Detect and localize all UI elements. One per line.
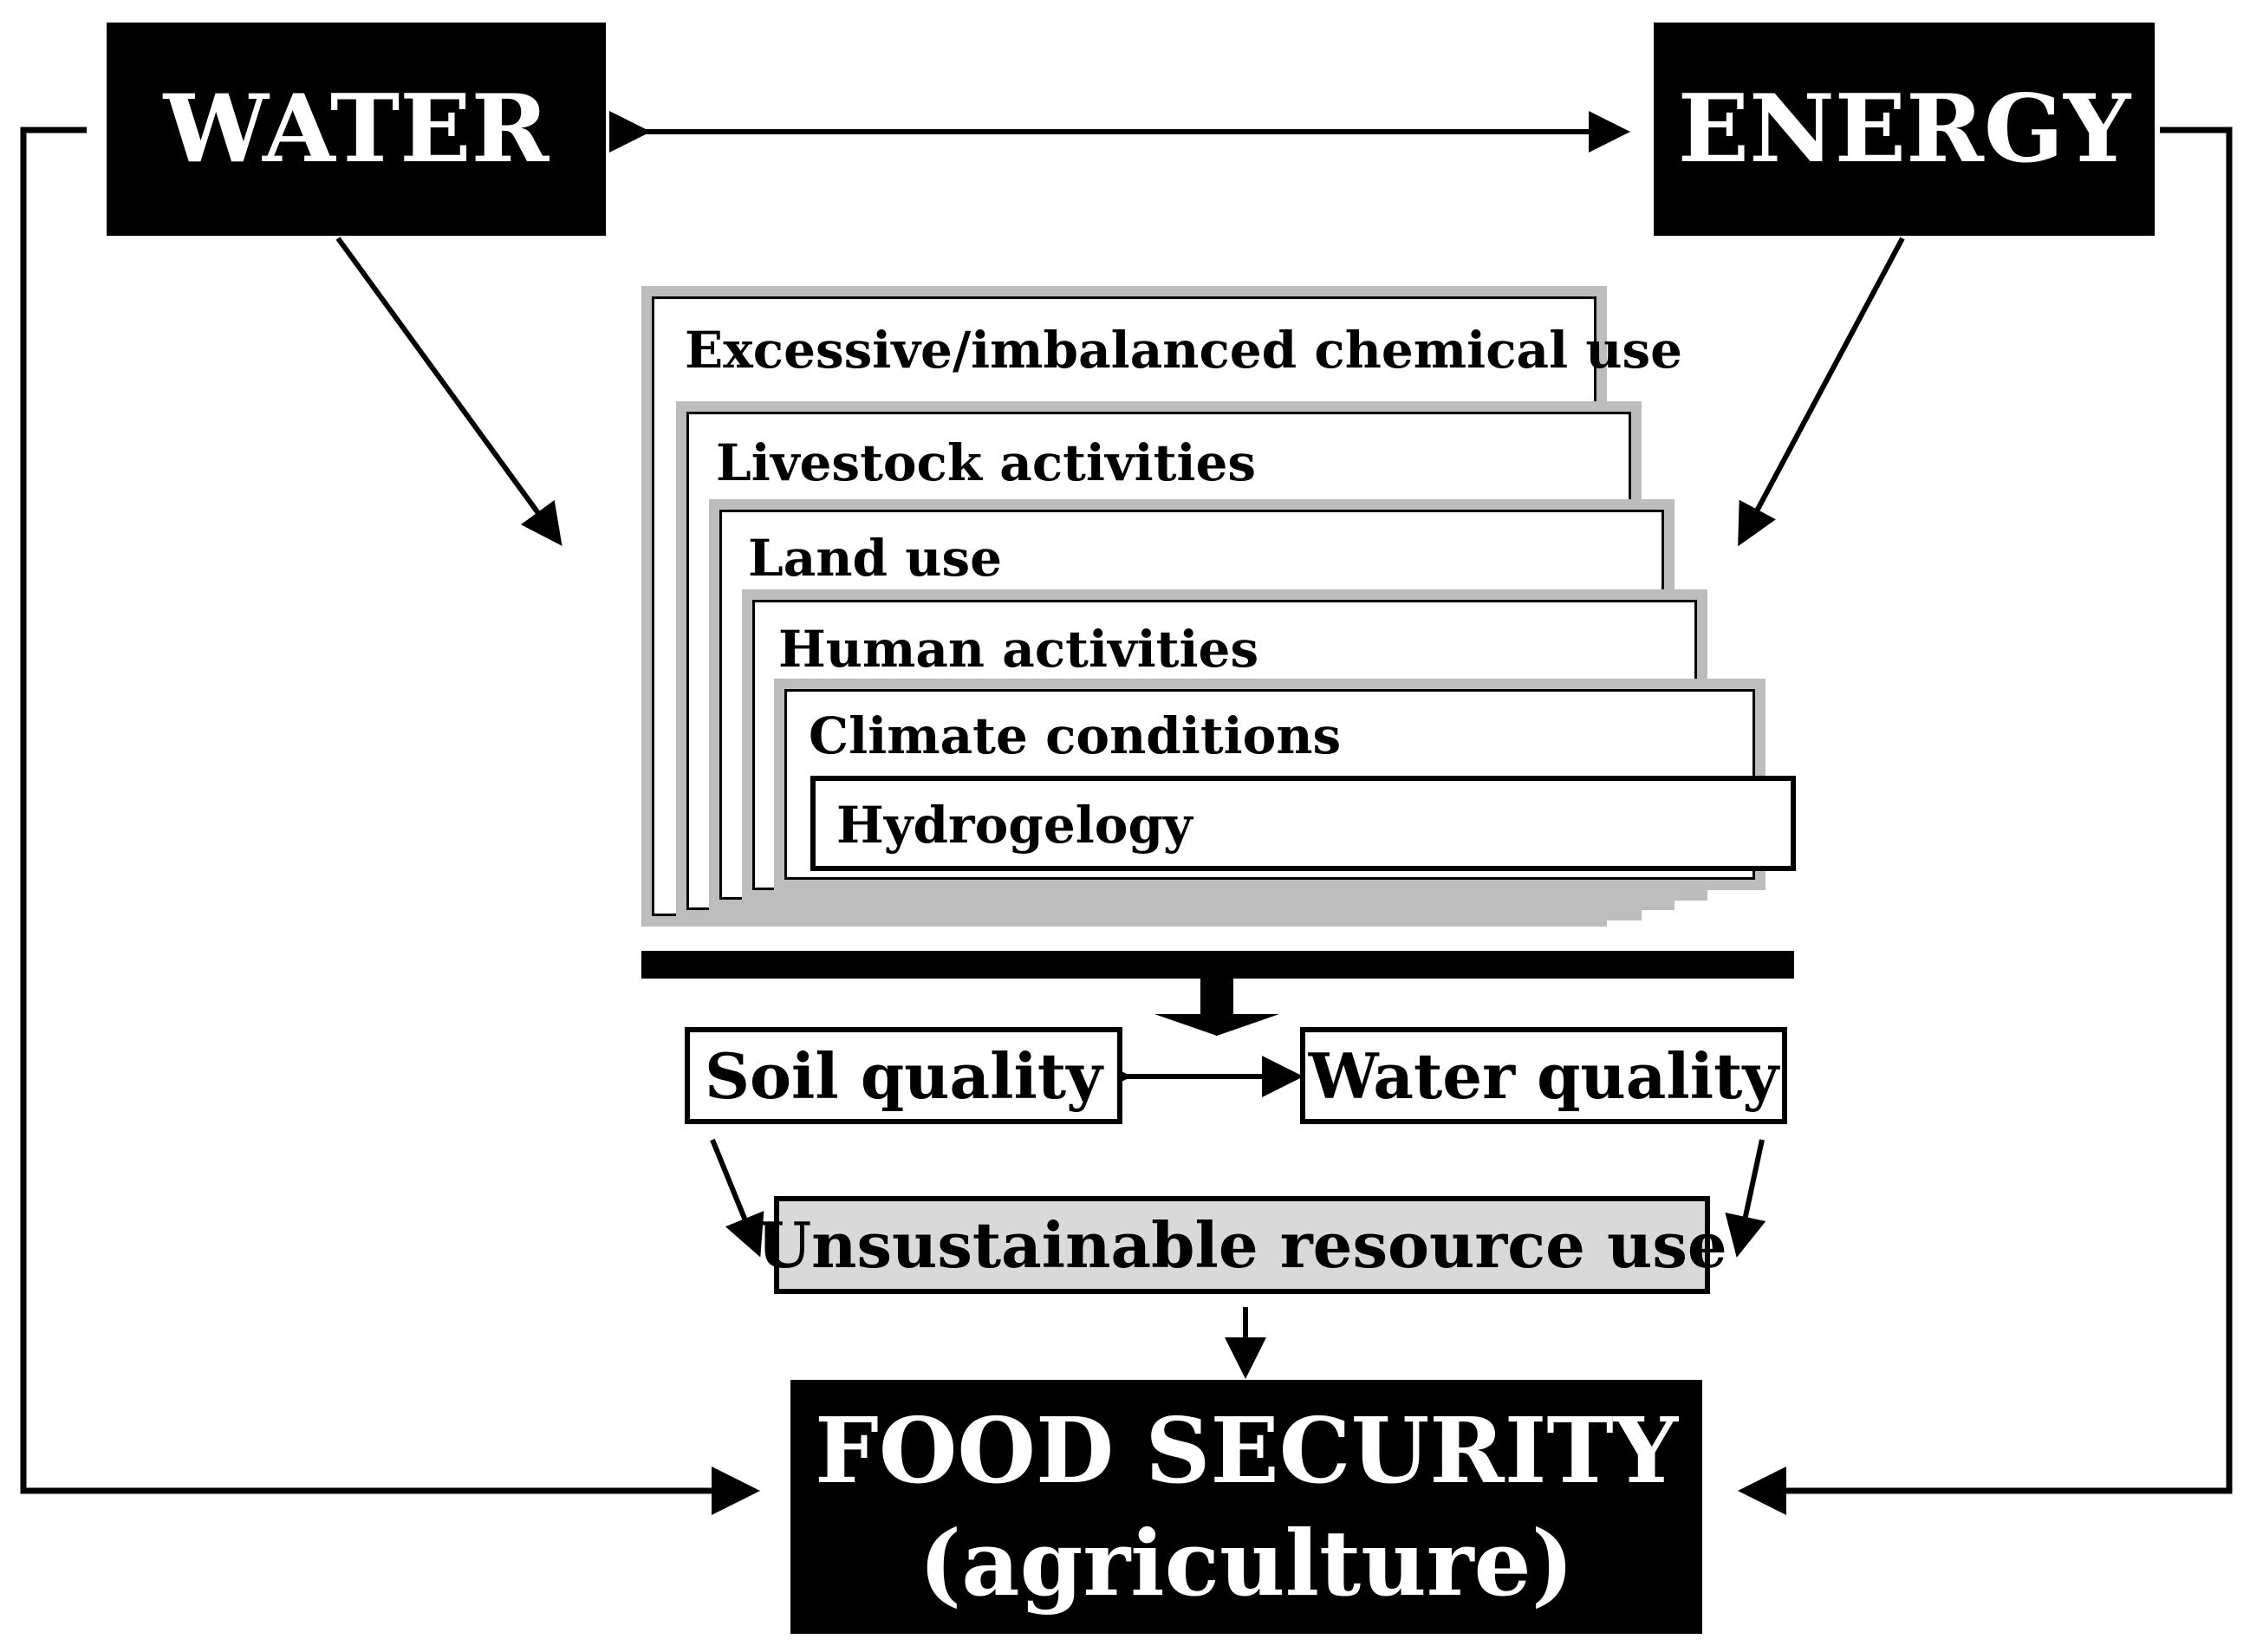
energy-to-drivers-arrow [1738, 237, 1905, 547]
soil-quality-box: Soil quality [685, 1027, 1122, 1124]
food-security-box: FOOD SECURITY (agriculture) [790, 1380, 1702, 1634]
energy-box: ENERGY [1654, 23, 2155, 236]
water-quality-box: Water quality [1300, 1027, 1787, 1124]
soil-to-unsustainable-arrow [710, 1138, 764, 1258]
bar-arrowhead [1154, 1014, 1279, 1036]
driver-layer-hydrogelogy [810, 776, 1796, 871]
driver-label-livestock: Livestock activities [716, 433, 1257, 492]
food-security-subtitle: (agriculture) [919, 1509, 1574, 1616]
water-label: WATER [163, 75, 549, 184]
driver-label-human: Human activities [778, 620, 1259, 679]
bar-stem [1200, 979, 1233, 1015]
water-to-drivers-arrow [335, 237, 562, 546]
drivers-bar [641, 951, 1794, 979]
water-box: WATER [107, 23, 606, 236]
driver-label-land-use: Land use [748, 529, 1003, 588]
driver-label-hydrogelogy: Hydrogelogy [836, 796, 1193, 855]
energy-label: ENERGY [1677, 75, 2131, 184]
water-quality-to-unsustainable-arrow [1725, 1139, 1766, 1258]
water-quality-label: Water quality [1308, 1038, 1779, 1113]
energy-to-food-line [1738, 127, 2233, 1515]
unsustainable-box: Unsustainable resource use [757, 1196, 1727, 1294]
driver-label-climate: Climate conditions [809, 706, 1342, 765]
soil-quality-label: Soil quality [705, 1038, 1102, 1113]
food-security-title: FOOD SECURITY [815, 1396, 1678, 1504]
driver-label-chemical: Excessive/imbalanced chemical use [685, 321, 1683, 380]
water-to-food-line [20, 127, 760, 1515]
unsustainable-label: Unsustainable resource use [757, 1208, 1727, 1282]
